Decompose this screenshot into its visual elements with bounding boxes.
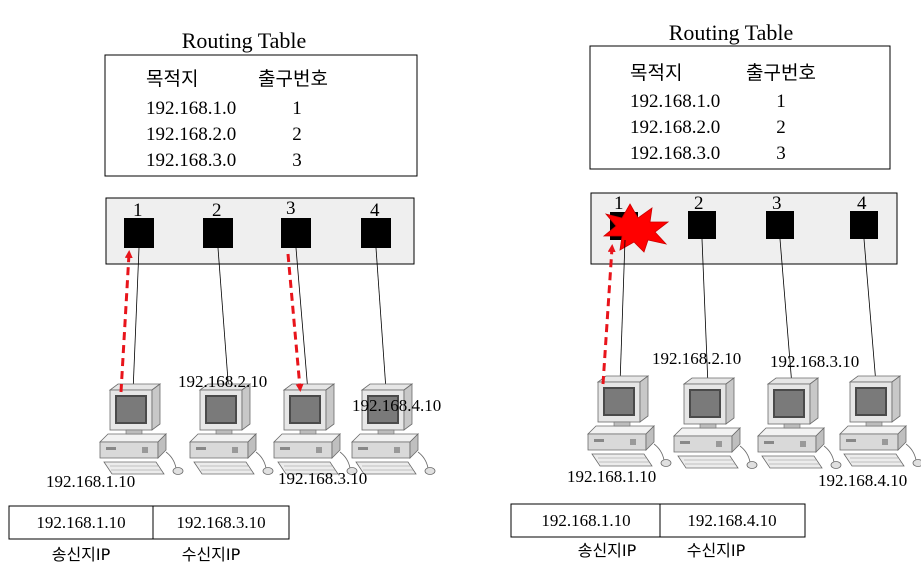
left-computer-icon xyxy=(99,383,184,475)
left-host-ip: 192.168.2.10 xyxy=(178,372,267,391)
left-table-row-dest: 192.168.1.0 xyxy=(146,98,236,119)
left-port-label: 1 xyxy=(133,200,143,221)
right-table-header-port: 출구번호 xyxy=(746,62,816,84)
right-computer-icon xyxy=(587,375,672,467)
right-routing-table xyxy=(589,45,891,170)
right-computer-icon xyxy=(673,377,758,469)
left-table-header-port: 출구번호 xyxy=(258,68,328,90)
right-table-row-dest: 192.168.1.0 xyxy=(630,91,720,112)
left-host-ip: 192.168.3.10 xyxy=(278,469,367,488)
right-table-row-dest: 192.168.3.0 xyxy=(630,143,720,164)
left-cable xyxy=(375,247,387,391)
left-router-port xyxy=(361,218,391,248)
left-table-row-port: 3 xyxy=(292,150,302,171)
left-table-row-dest: 192.168.2.0 xyxy=(146,124,236,145)
right-table-row-port: 1 xyxy=(776,91,786,112)
left-port-label: 2 xyxy=(212,200,222,221)
right-table-row-port: 3 xyxy=(776,143,786,164)
left-table-row-port: 2 xyxy=(292,124,302,145)
left-cable xyxy=(132,247,140,393)
right-cable xyxy=(619,239,626,385)
right-port-label: 4 xyxy=(857,193,867,214)
right-host-ip: 192.168.4.10 xyxy=(818,471,907,490)
right-packet-src-ip: 192.168.1.10 xyxy=(541,511,630,530)
right-computer-icon xyxy=(839,375,921,467)
right-port-label: 1 xyxy=(614,193,624,214)
right-inbound-arrow xyxy=(601,244,616,385)
right-cable xyxy=(779,238,793,387)
right-routing-table-title: Routing Table xyxy=(669,20,794,45)
right-port-label: 3 xyxy=(772,193,782,214)
right-table-row-port: 2 xyxy=(776,117,786,138)
left-table-row-port: 1 xyxy=(292,98,302,119)
left-host-ip: 192.168.4.10 xyxy=(352,396,441,415)
right-port-label: 2 xyxy=(694,193,704,214)
right-packet-header xyxy=(510,503,806,538)
left-router-port xyxy=(281,218,311,248)
right-router-port xyxy=(850,211,878,239)
right-host-ip: 192.168.1.10 xyxy=(567,467,656,486)
right-table-row-dest: 192.168.2.0 xyxy=(630,117,720,138)
left-port-label: 3 xyxy=(286,198,296,219)
left-router-port xyxy=(203,218,233,248)
left-packet-dst-ip: 192.168.3.10 xyxy=(176,513,265,532)
left-cable xyxy=(295,247,309,393)
left-computer-icon xyxy=(189,383,274,475)
left-routing-table xyxy=(104,54,418,177)
left-table-header-dest: 목적지 xyxy=(146,68,198,90)
right-packet-src-label: 송신지IP xyxy=(578,541,637,560)
right-host-ip: 192.168.2.10 xyxy=(652,349,741,368)
right-router-port xyxy=(688,211,716,239)
right-cable xyxy=(863,238,877,385)
left-host-ip: 192.168.1.10 xyxy=(46,472,135,491)
right-host-ip: 192.168.3.10 xyxy=(770,352,859,371)
right-router-port xyxy=(766,211,794,239)
left-packet-src-ip: 192.168.1.10 xyxy=(36,513,125,532)
right-packet-dst-label: 수신지IP xyxy=(687,541,746,560)
left-packet-dst-label: 수신지IP xyxy=(182,545,241,564)
left-router-port xyxy=(124,218,154,248)
left-routing-table-title: Routing Table xyxy=(182,28,307,53)
left-packet-src-label: 송신지IP xyxy=(52,545,111,564)
right-packet-dst-ip: 192.168.4.10 xyxy=(687,511,776,530)
left-outbound-arrow xyxy=(286,253,304,392)
left-port-label: 4 xyxy=(370,200,380,221)
right-table-header-dest: 목적지 xyxy=(630,62,682,84)
right-panel: Routing Table 목적지 출구번호 192.168.1.0 1 192… xyxy=(510,20,921,560)
left-packet-header xyxy=(8,505,290,540)
right-computer-icon xyxy=(757,377,842,469)
right-cable xyxy=(701,238,709,387)
left-cable xyxy=(217,247,230,395)
left-table-row-dest: 192.168.3.0 xyxy=(146,150,236,171)
collision-burst-icon xyxy=(602,203,670,253)
left-panel: Routing Table 목적지 출구번호 192.168.1.0 1 192… xyxy=(8,28,441,564)
left-inbound-arrow xyxy=(119,250,133,393)
left-computer-icon xyxy=(273,383,358,475)
